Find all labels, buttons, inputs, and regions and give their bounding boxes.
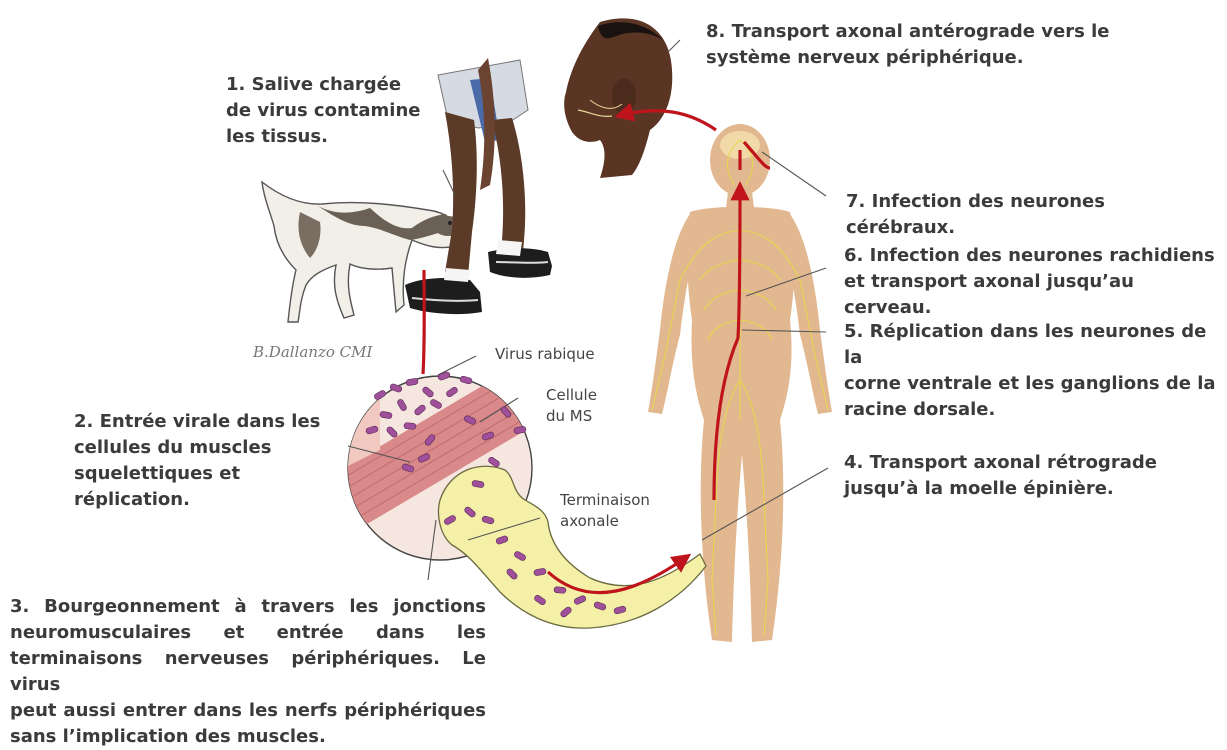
step-2-line: squelettiques et xyxy=(74,461,344,487)
label-cellule-ms: Cellule du MS xyxy=(546,385,626,427)
step-1-line: les tissus. xyxy=(226,124,426,150)
label-terminal-line: Terminaison xyxy=(560,490,680,511)
step-3-line: 3. Bourgeonnement à travers les jonction… xyxy=(10,594,486,620)
virus-particle xyxy=(554,586,566,593)
step-5-line: corne ventrale et les ganglions de la xyxy=(844,371,1224,397)
label-virus-text: Virus rabique xyxy=(495,344,625,365)
label-cell-line: du MS xyxy=(546,406,626,427)
step-2-line: réplication. xyxy=(74,487,344,513)
label-virus-rabique: Virus rabique xyxy=(495,344,625,365)
step-3-text: 3. Bourgeonnement à travers les jonction… xyxy=(10,594,486,750)
label-terminaison-axonale: Terminaison axonale xyxy=(560,490,680,532)
step-8-text: 8. Transport axonal antérograde vers le … xyxy=(706,19,1146,71)
step-5-line: racine dorsale. xyxy=(844,397,1224,423)
step-6-line: 6. Infection des neurones rachidiens xyxy=(844,243,1224,269)
step-4-text: 4. Transport axonal rétrograde jusqu’à l… xyxy=(844,450,1204,502)
virus-particle xyxy=(404,422,416,429)
step-2-line: 2. Entrée virale dans les xyxy=(74,409,344,435)
step-1-text: 1. Salive chargée de virus contamine les… xyxy=(226,72,426,150)
step-8-line: 8. Transport axonal antérograde vers le xyxy=(706,19,1146,45)
step-6-text: 6. Infection des neurones rachidiens et … xyxy=(844,243,1224,321)
label-terminal-line: axonale xyxy=(560,511,680,532)
step-2-text: 2. Entrée virale dans les cellules du mu… xyxy=(74,409,344,513)
step-4-line: 4. Transport axonal rétrograde xyxy=(844,450,1204,476)
label-cell-line: Cellule xyxy=(546,385,626,406)
step-4-line: jusqu’à la moelle épinière. xyxy=(844,476,1204,502)
step-7-text: 7. Infection des neurones cérébraux. xyxy=(846,189,1216,241)
human-head-illustration xyxy=(564,18,672,178)
step-5-text: 5. Réplication dans les neurones de la c… xyxy=(844,319,1224,423)
step-3-line: peut aussi entrer dans les nerfs périphé… xyxy=(10,698,486,724)
step-5-line: 5. Réplication dans les neurones de la xyxy=(844,319,1224,371)
step-8-line: système nerveux périphérique. xyxy=(706,45,1146,71)
step-6-line: et transport axonal jusqu’au cerveau. xyxy=(844,269,1224,321)
step-2-line: cellules du muscles xyxy=(74,435,344,461)
artist-signature: B.Dallanzo CMI xyxy=(252,343,373,361)
step-1-line: de virus contamine xyxy=(226,98,426,124)
step-3-line: neuromusculaires et entrée dans les xyxy=(10,620,486,646)
step-1-line: 1. Salive chargée xyxy=(226,72,426,98)
step-7-line: 7. Infection des neurones cérébraux. xyxy=(846,189,1216,241)
human-legs-illustration xyxy=(405,58,552,314)
step-3-line: sans l’implication des muscles. xyxy=(10,724,486,750)
step-3-line: terminaisons nerveuses périphériques. Le… xyxy=(10,646,486,698)
